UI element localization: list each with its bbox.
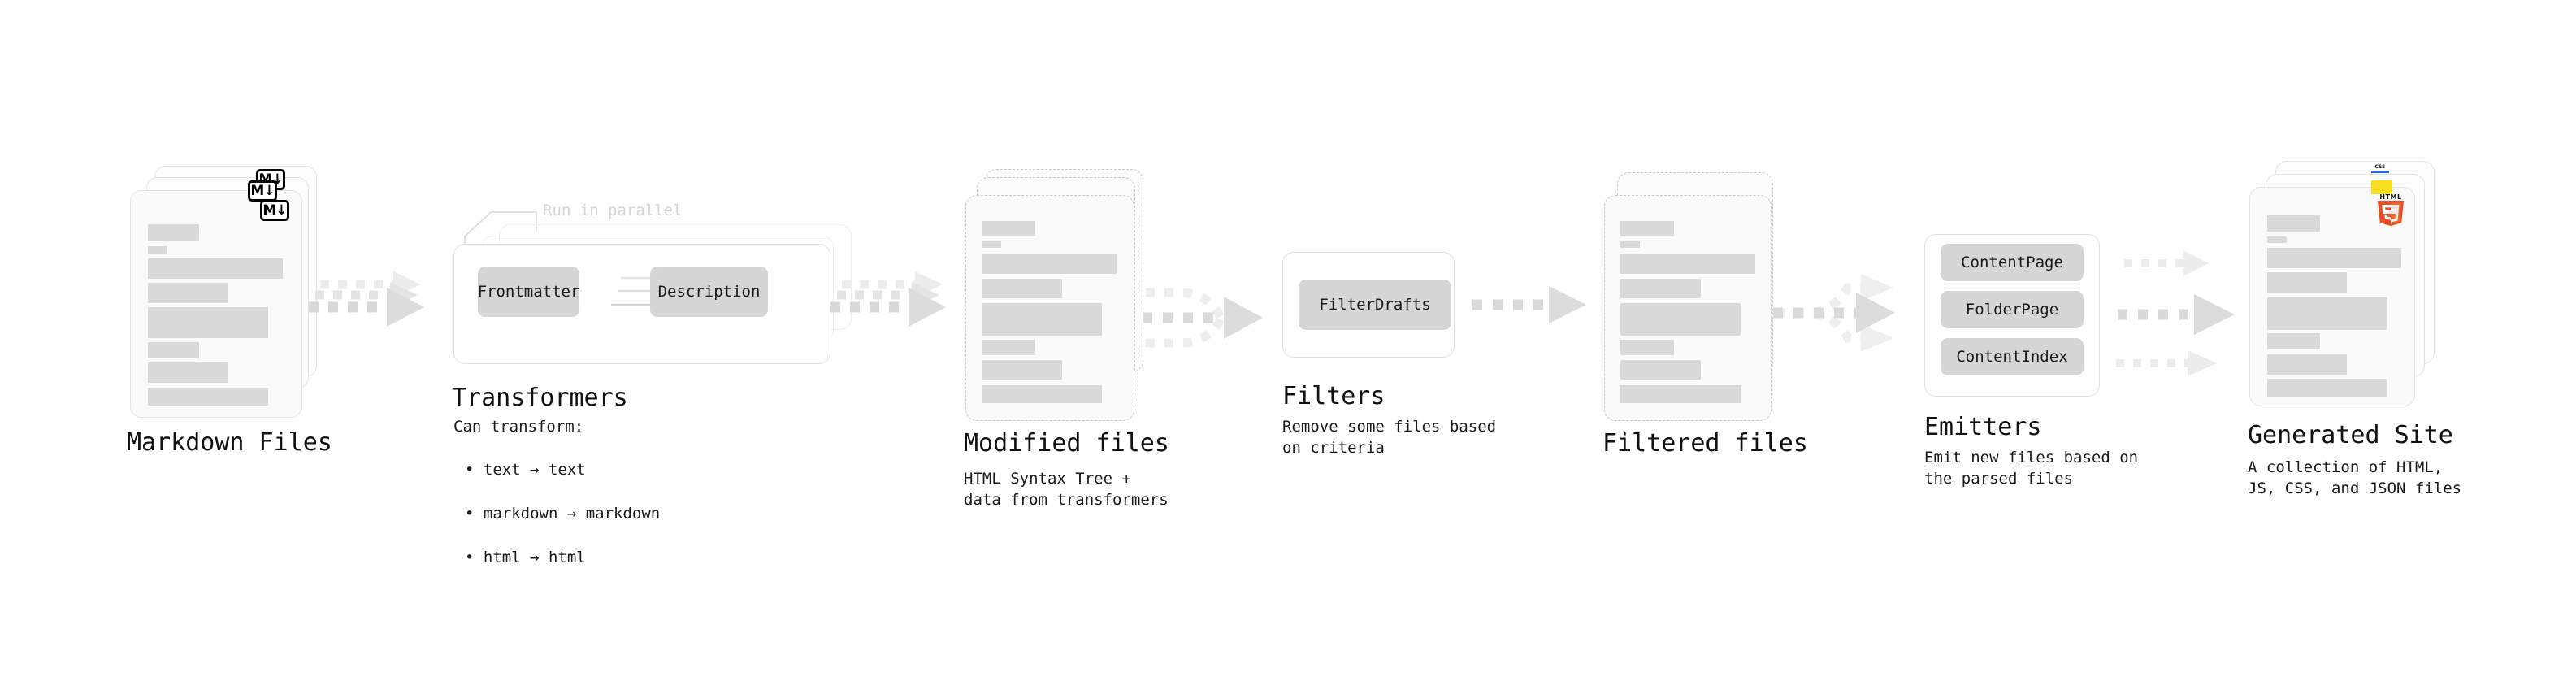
emitters-chip-folderpage[interactable]: FolderPage	[1941, 291, 2084, 328]
skeleton-bar	[982, 340, 1035, 355]
transformers-subtitle: Can transform:	[453, 418, 584, 436]
skeleton-bar	[148, 388, 268, 406]
skeleton-bar	[1620, 360, 1701, 380]
skeleton-bar	[982, 241, 1001, 248]
stage-title-filters: Filters	[1282, 382, 1386, 410]
connector-filtered-to-emitters	[1773, 274, 1895, 352]
emitters-subtitle: Emit new files based on the parsed files	[1924, 449, 2139, 488]
skeleton-bar	[2267, 236, 2287, 243]
html5-badge: HTML	[2376, 193, 2405, 226]
run-in-parallel-label: Run in parallel	[543, 202, 683, 219]
filters-chip-filterdrafts[interactable]: FilterDrafts	[1299, 280, 1451, 330]
skeleton-bar	[148, 258, 283, 279]
markdown-badge-label: M↓	[262, 202, 287, 219]
transformers-bullets: • text → text • markdown → markdown • ht…	[465, 437, 660, 591]
markdown-badge-front: M↓	[260, 200, 289, 221]
skeleton-bar	[1620, 221, 1674, 236]
transformers-bullet-2: • html → html	[465, 549, 586, 566]
emitters-chip-contentpage[interactable]: ContentPage	[1941, 244, 2084, 281]
connector-modified-to-filters	[1143, 288, 1263, 348]
skeleton-bar	[982, 254, 1117, 274]
emitters-chip-contentindex[interactable]: ContentIndex	[1941, 338, 2084, 375]
skeleton-bar	[148, 342, 199, 358]
skeleton-bar	[2267, 248, 2401, 268]
connector-filters-to-filtered	[1472, 286, 1586, 323]
skeleton-bar	[1620, 241, 1640, 248]
connector-emitters-to-site	[2116, 250, 2235, 376]
skeleton-bar	[982, 303, 1102, 336]
skeleton-bar	[2267, 297, 2387, 330]
skeleton-bar	[2267, 215, 2320, 232]
connector-transformers-to-modified	[830, 271, 946, 327]
css3-badge: CSS	[2371, 165, 2389, 174]
css-badge-bar	[2371, 171, 2389, 173]
skeleton-bar	[2267, 379, 2387, 397]
skeleton-bar	[1620, 340, 1674, 355]
skeleton-bar	[2267, 354, 2347, 375]
skeleton-bar	[1620, 279, 1701, 298]
skeleton-bar	[2267, 333, 2320, 349]
skeleton-bar	[148, 246, 167, 254]
css-badge-label: CSS	[2374, 164, 2386, 170]
skeleton-bar	[982, 279, 1062, 298]
skeleton-bar	[148, 283, 228, 303]
skeleton-bar	[2267, 272, 2347, 293]
markdown-badge-label: M↓	[250, 182, 275, 199]
skeleton-bar	[982, 385, 1102, 403]
skeleton-bar	[148, 307, 268, 338]
html5-shield-icon	[2378, 201, 2404, 226]
stage-title-emitters: Emitters	[1924, 413, 2042, 441]
filters-subtitle: Remove some files based on criteria	[1282, 418, 1497, 457]
connector-markdown-to-transformers	[309, 271, 424, 327]
transformers-chip-description[interactable]: Description	[650, 267, 768, 317]
stage-title-transformers: Transformers	[452, 384, 628, 412]
stage-title-filtered-files: Filtered files	[1602, 429, 1808, 458]
markdown-badge-back-1: M↓	[248, 180, 277, 202]
skeleton-bar	[1620, 254, 1755, 274]
transformers-bullet-0: • text → text	[465, 461, 586, 479]
skeleton-bar	[148, 224, 199, 241]
stage-title-modified-files: Modified files	[964, 429, 1169, 458]
transformers-chip-frontmatter[interactable]: Frontmatter	[478, 267, 579, 317]
skeleton-bar	[982, 221, 1035, 236]
html5-badge-wordmark: HTML	[2379, 193, 2402, 201]
skeleton-bar	[148, 362, 228, 383]
stage-title-markdown-files: Markdown Files	[127, 428, 332, 457]
skeleton-bar	[1620, 303, 1741, 336]
javascript-badge	[2371, 180, 2392, 194]
stage-title-generated-site: Generated Site	[2248, 421, 2453, 449]
modified-files-subtitle: HTML Syntax Tree + data from transformer…	[964, 470, 1169, 509]
skeleton-bar	[982, 360, 1062, 380]
skeleton-bar	[1620, 385, 1741, 403]
generated-site-subtitle: A collection of HTML, JS, CSS, and JSON …	[2248, 458, 2462, 497]
transformers-bullet-1: • markdown → markdown	[465, 505, 661, 523]
